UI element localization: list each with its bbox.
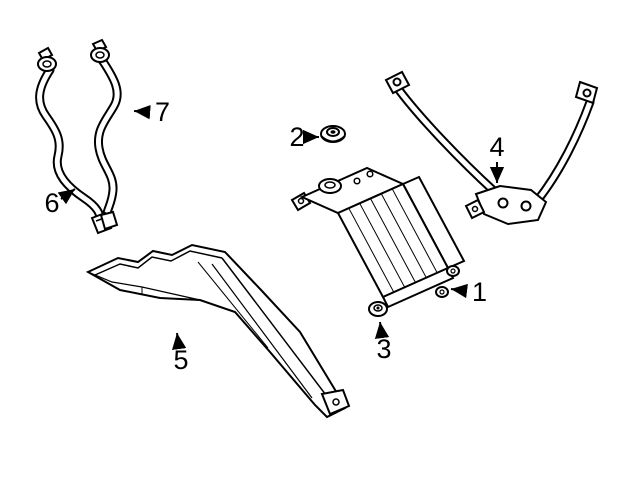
callout-label-6: 6 [44,188,59,218]
callout-arrow-1 [450,283,468,299]
hose-fitting-icon [90,38,110,63]
callout-label-1: 1 [472,277,487,307]
callout-label-5: 5 [173,345,188,375]
callouts: 1 2 3 4 5 6 7 [44,97,504,375]
callout-label-4: 4 [489,132,504,162]
filler-cap-drawing [320,125,346,143]
air-shield-drawing [85,243,351,419]
grommet-drawing [368,301,388,317]
callout-label-2: 2 [289,122,304,152]
callout-arrow-6 [57,188,76,205]
callout-arrow-5 [172,332,187,351]
callout-arrow-7 [133,104,151,120]
hose-end-icon [90,210,119,235]
oil-cooler-drawing [290,166,466,309]
oil-cooler-hoses-drawing [35,38,122,235]
callout-label-3: 3 [376,334,391,364]
callout-label-7: 7 [155,97,170,127]
hose-fitting-icon [37,46,57,72]
mounting-bracket-drawing [384,70,599,226]
callout-arrow-3 [374,321,390,339]
